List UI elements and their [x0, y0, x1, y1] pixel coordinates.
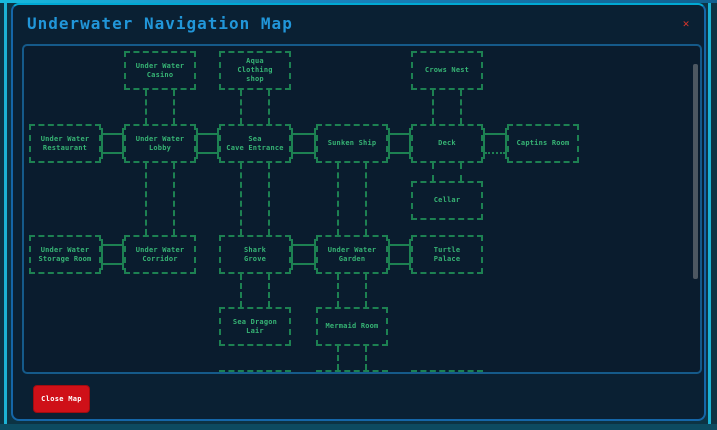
- corridor-connector-vertical: [268, 90, 270, 124]
- room-restaurant: Under Water Restaurant: [29, 124, 101, 163]
- corridor-connector-vertical: [240, 274, 242, 307]
- corridor-connector-vertical: [145, 90, 147, 124]
- corridor-connector-vertical: [337, 346, 339, 370]
- dialog-title: Underwater Navigation Map: [27, 14, 293, 33]
- corridor-connector-vertical: [432, 90, 434, 124]
- corridor-connector-vertical: [240, 163, 242, 235]
- corridor-connector: [388, 128, 411, 159]
- corridor-connector-vertical: [432, 163, 434, 181]
- corridor-connector: [196, 128, 219, 159]
- corridor-connector: [483, 128, 507, 159]
- corridor-connector: [291, 239, 316, 270]
- room-box-partial: [219, 370, 291, 372]
- room-captins: Captins Room: [507, 124, 579, 163]
- room-crows: Crows Nest: [411, 51, 483, 90]
- room-shark: Shark Grove: [219, 235, 291, 274]
- corridor-connector-vertical: [460, 90, 462, 124]
- room-lobby: Under Water Lobby: [124, 124, 196, 163]
- map-dialog: Underwater Navigation Map ✕ Mermaid Room…: [11, 3, 706, 421]
- corridor-connector-vertical: [337, 163, 339, 235]
- corridor-connector-vertical: [240, 90, 242, 124]
- room-cellar: Cellar: [411, 181, 483, 220]
- room-aqua: Aqua Clothing shop: [219, 51, 291, 90]
- room-garden: Under Water Garden: [316, 235, 388, 274]
- room-storage: Under Water Storage Room: [29, 235, 101, 274]
- room-deck: Deck: [411, 124, 483, 163]
- room-turtle: Turtle Palace: [411, 235, 483, 274]
- corridor-connector: [101, 239, 124, 270]
- map-viewport[interactable]: Mermaid Room Sea Dragon Lair Turtle Palace…: [22, 44, 702, 374]
- room-box-partial: [316, 370, 388, 372]
- page-background-left-accent: [4, 3, 7, 430]
- corridor-connector-vertical: [460, 163, 462, 181]
- room-casino: Under Water Casino: [124, 51, 196, 90]
- corridor-connector-vertical: [337, 274, 339, 307]
- corridor-connector: [388, 239, 411, 270]
- room-mermaid: Mermaid Room: [316, 307, 388, 346]
- corridor-connector-vertical: [365, 274, 367, 307]
- corridor-connector-vertical: [365, 163, 367, 235]
- corridor-connector-vertical: [173, 90, 175, 124]
- page-background-right-accent: [708, 3, 711, 430]
- corridor-connector-vertical: [268, 274, 270, 307]
- corridor-connector-vertical: [268, 163, 270, 235]
- close-icon[interactable]: ✕: [682, 17, 690, 30]
- page-background-bottom-accent: [0, 424, 717, 430]
- corridor-connector-vertical: [173, 163, 175, 235]
- page-background-top-accent: [0, 0, 717, 3]
- corridor-connector-vertical: [145, 163, 147, 235]
- corridor-connector: [101, 128, 124, 159]
- room-sunken: Sunken Ship: [316, 124, 388, 163]
- room-box-partial: [411, 370, 483, 372]
- corridor-connector: [291, 128, 316, 159]
- room-corridor: Under Water Corridor: [124, 235, 196, 274]
- corridor-connector-vertical: [365, 346, 367, 370]
- scrollbar-thumb[interactable]: [693, 64, 698, 279]
- room-seacave: Sea Cave Entrance: [219, 124, 291, 163]
- close-map-button[interactable]: Close Map: [33, 385, 90, 413]
- room-seadragon: Sea Dragon Lair: [219, 307, 291, 346]
